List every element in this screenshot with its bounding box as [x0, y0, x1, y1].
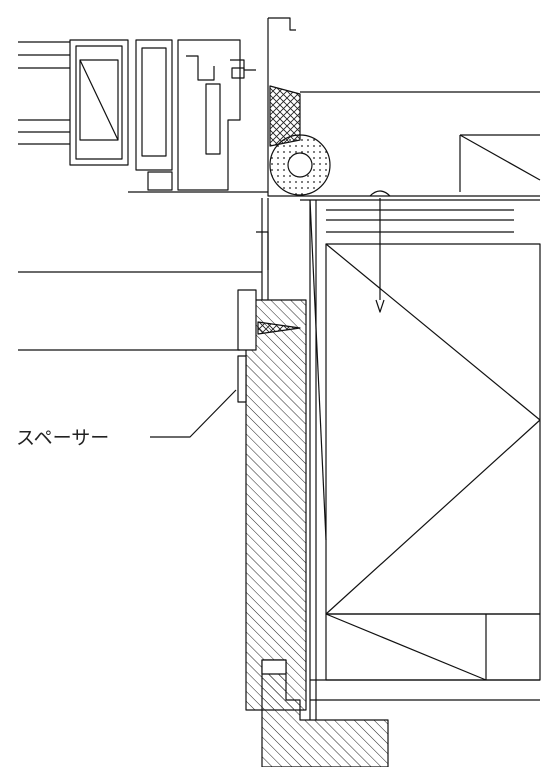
wood-stud-block	[310, 209, 541, 701]
spacer-leader-line	[150, 389, 237, 438]
upper-diagonal	[459, 134, 541, 181]
sash-foot	[147, 171, 173, 191]
window-sash-group	[18, 39, 268, 193]
backer-rod-inner	[287, 152, 313, 178]
backer-rod	[269, 134, 331, 196]
trim-screw	[257, 321, 301, 335]
flashing-bend	[369, 190, 391, 197]
stud-diagonal	[325, 419, 541, 615]
lower-sill-section	[261, 659, 389, 767]
sheathing	[309, 199, 327, 720]
weatherstrip	[205, 83, 221, 155]
frame-profile	[177, 39, 241, 191]
glass-diagonal	[79, 59, 119, 141]
frame-clip	[256, 231, 269, 270]
stud-rectangle	[325, 243, 541, 615]
sill-cap	[261, 659, 287, 675]
sash-profile-inner	[141, 47, 167, 157]
trim-board-section	[245, 299, 307, 711]
spacer-callout-label: スペーサー	[16, 427, 109, 449]
frame-hook	[268, 17, 296, 31]
profile-detail	[231, 67, 245, 79]
spacer-part	[237, 355, 247, 403]
sill-flashing	[300, 91, 541, 313]
profile-detail	[230, 59, 256, 71]
stud-lower-block	[325, 613, 541, 681]
profile-detail	[186, 55, 215, 81]
fastener-tip	[375, 299, 385, 313]
trim-cap	[237, 289, 257, 351]
frame-jamb	[267, 18, 300, 197]
sash-frame-inner	[75, 45, 123, 160]
stud-diagonal	[325, 243, 541, 421]
lower-diagonal	[325, 613, 487, 681]
main-frame	[256, 17, 300, 300]
sash-frame	[69, 39, 129, 166]
sash-profile	[135, 39, 173, 171]
sheathing-taper	[309, 199, 327, 541]
